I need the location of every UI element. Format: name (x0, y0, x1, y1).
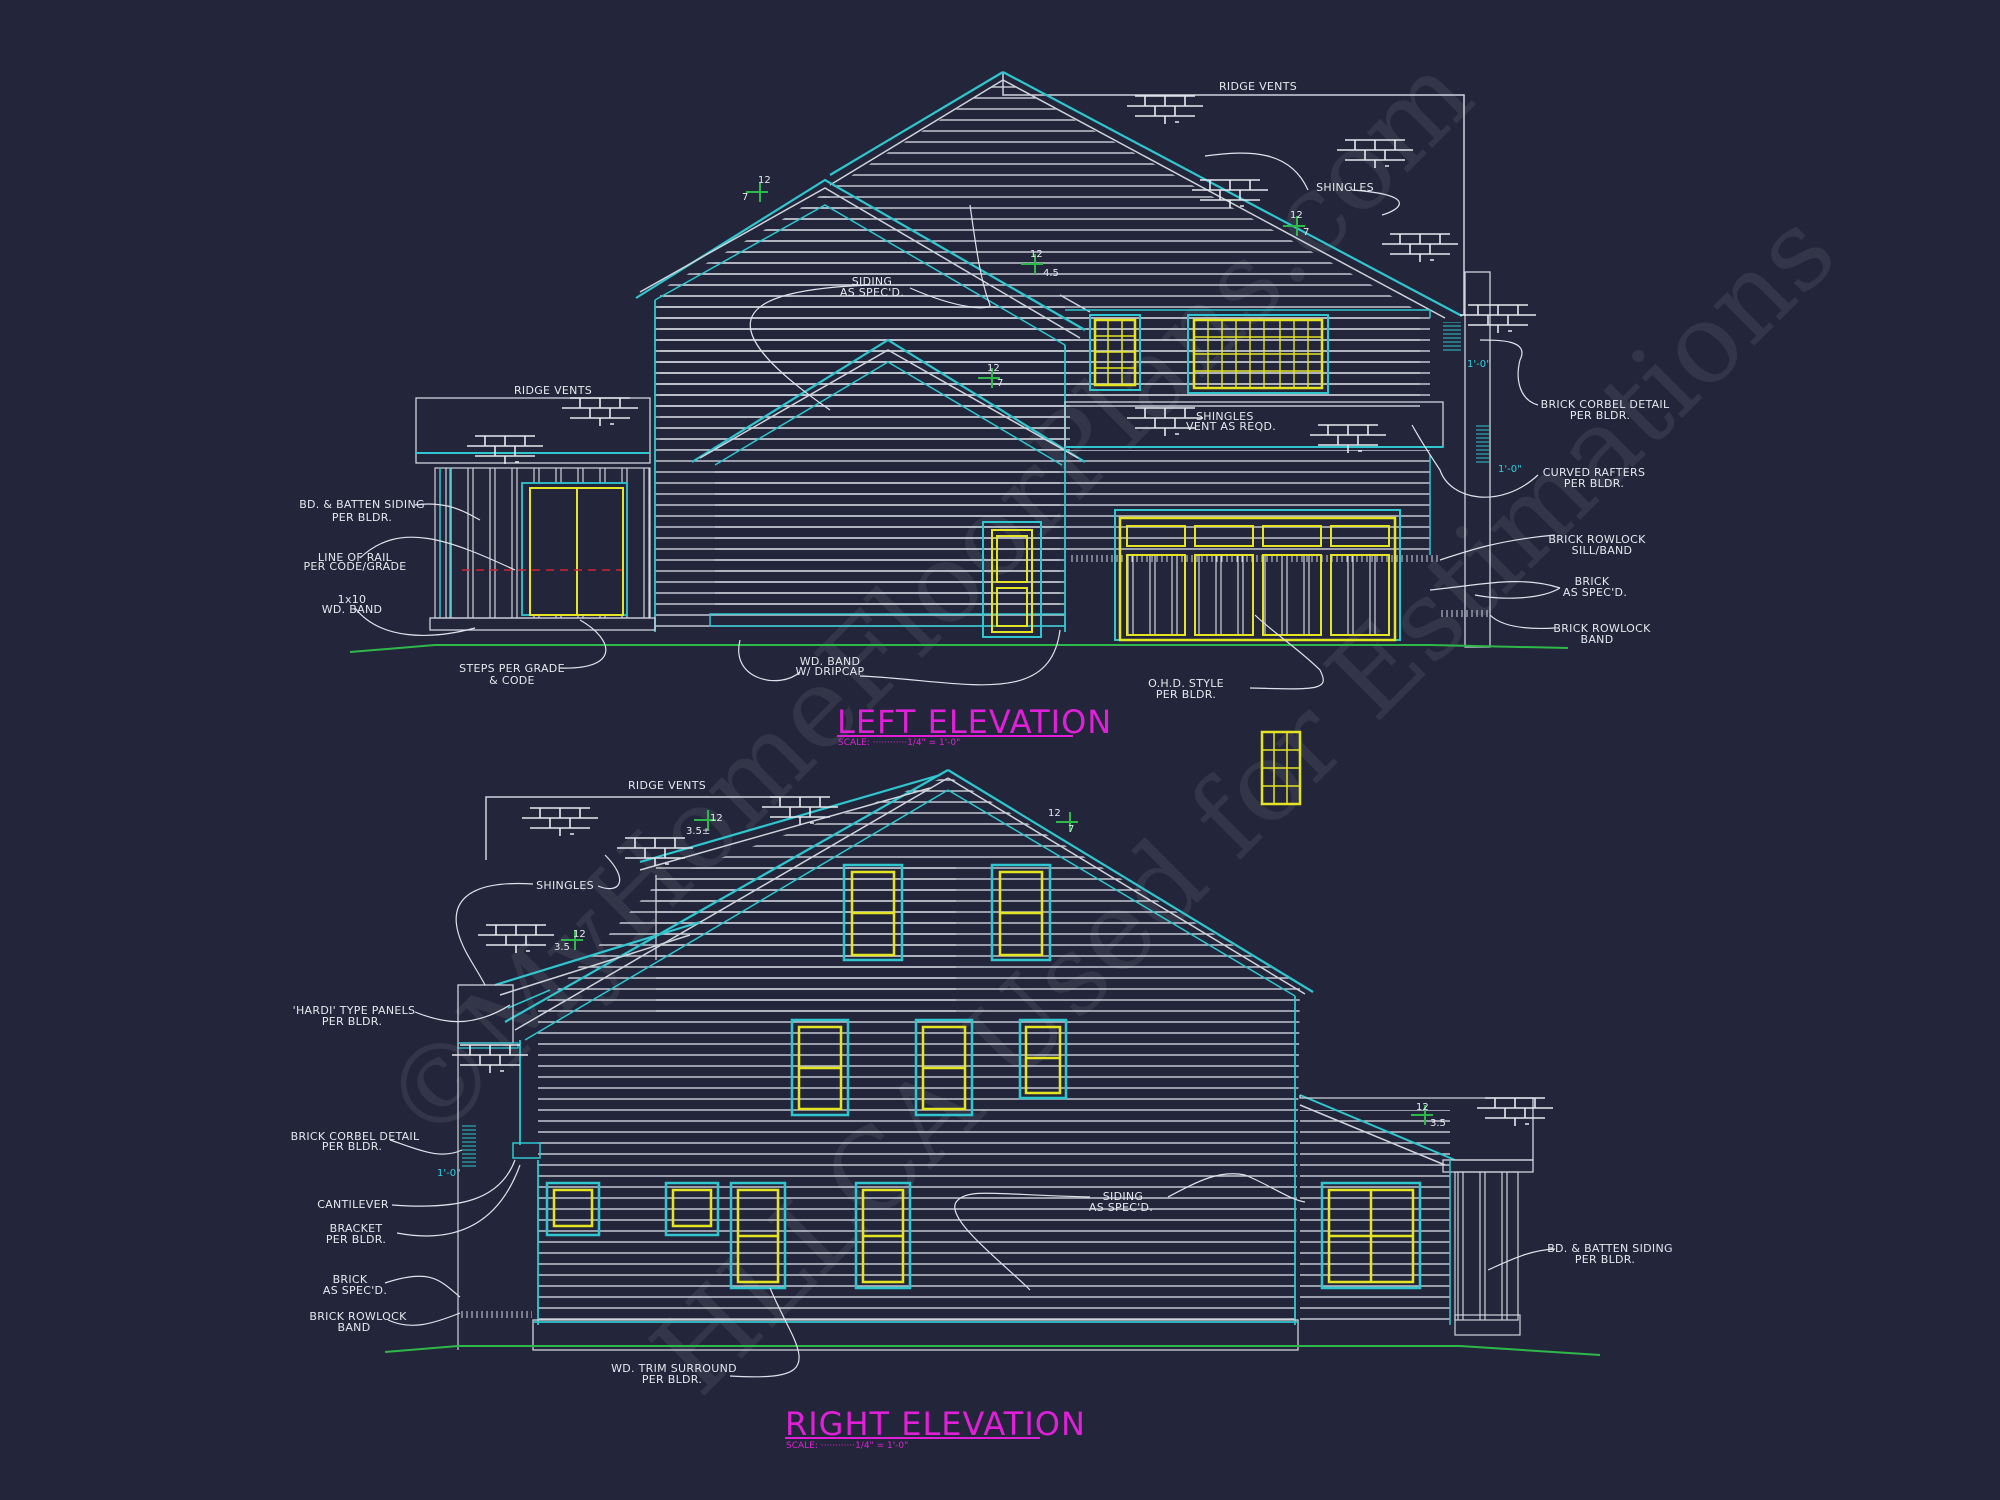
label-brick-corbel-line2: PER BLDR. (322, 1140, 382, 1153)
pitch-rise: 3.5 (1430, 1118, 1446, 1129)
label-steps-line2: & CODE (489, 674, 535, 687)
label-siding-line2: AS SPEC'D. (840, 286, 904, 299)
porch-slider-door (521, 482, 628, 616)
label-line-of-rail-line2: PER CODE/GRADE (303, 560, 406, 573)
window-detail (1260, 730, 1302, 806)
windows (545, 863, 1422, 1290)
label-shingles-vent-line2: VENT AS REQD. (1186, 420, 1276, 433)
label-batten-siding-line2: PER BLDR. (1575, 1253, 1635, 1266)
label-wd-band: 1x10 (338, 593, 367, 606)
left-elevation-title: LEFT ELEVATION (837, 703, 1112, 741)
pitch-run: 12 (573, 929, 586, 940)
label-batten-siding: BD. & BATTEN SIDING (299, 498, 425, 511)
label-wd-band-dripcap: WD. BAND (800, 655, 861, 668)
label-brick-line2: AS SPEC'D. (1563, 586, 1627, 599)
dimension-label: 1'-0" (1498, 464, 1522, 475)
label-batten-siding: BD. & BATTEN SIDING (1547, 1242, 1673, 1255)
pitch-run: 12 (1290, 210, 1303, 221)
pitch-rise: 7 (1068, 824, 1074, 835)
left-elevation: 12 7 12 4.5 12 7 12 7 1'-0" 1'-0" R (299, 71, 1670, 806)
pitch-rise: 7 (1303, 227, 1309, 238)
pitch-run: 12 (1030, 249, 1043, 260)
label-shingles: SHINGLES (1316, 181, 1374, 194)
label-ridge-vents: RIDGE VENTS (628, 779, 706, 792)
right-elevation-title: RIGHT ELEVATION (785, 1405, 1086, 1443)
label-ridge-vents-porch: RIDGE VENTS (514, 384, 592, 397)
window-upper-single (1089, 314, 1141, 391)
label-hardi-panels-line2: PER BLDR. (322, 1015, 382, 1028)
pitch-run: 12 (710, 813, 723, 824)
label-ridge-vents: RIDGE VENTS (1219, 80, 1297, 93)
dimension-label: 1'-0" (1467, 359, 1491, 370)
label-batten-siding-line2: PER BLDR. (332, 511, 392, 524)
garage-doors (1114, 509, 1401, 642)
label-hardi-panels: 'HARDI' TYPE PANELS (293, 1004, 416, 1017)
left-elevation-scale: SCALE: ············1/4" = 1'-0" (838, 738, 960, 748)
label-brick: BRICK (333, 1273, 368, 1286)
label-brick-rowlock-sill-line2: SILL/BAND (1572, 544, 1633, 557)
label-bracket-line2: PER BLDR. (326, 1233, 386, 1246)
pitch-rise: 7 (997, 378, 1003, 389)
label-line-of-rail: LINE OF RAIL (318, 551, 393, 564)
right-elevation-scale: SCALE: ············1/4" = 1'-0" (786, 1441, 908, 1451)
pitch-rise: 3.5± (686, 826, 710, 837)
label-brick-rowlock-band: BRICK ROWLOCK (1553, 622, 1651, 635)
label-ohd-style-line2: PER BLDR. (1156, 688, 1216, 701)
dimension-label: 1'-0" (437, 1168, 461, 1179)
label-curved-rafters-line2: PER BLDR. (1564, 477, 1624, 490)
label-brick-corbel-line2: PER BLDR. (1570, 409, 1630, 422)
label-wd-trim: WD. TRIM SURROUND (611, 1362, 737, 1375)
pitch-run: 12 (987, 363, 1000, 374)
label-curved-rafters: CURVED RAFTERS (1543, 466, 1646, 479)
label-brick-rowlock-sill: BRICK ROWLOCK (1548, 533, 1646, 546)
label-shingles: SHINGLES (536, 879, 594, 892)
label-brick-corbel: BRICK CORBEL DETAIL (291, 1130, 420, 1143)
label-brick: BRICK (1575, 575, 1610, 588)
label-steps: STEPS PER GRADE (459, 662, 565, 675)
label-cantilever: CANTILEVER (317, 1198, 389, 1211)
pitch-run: 12 (1048, 808, 1061, 819)
label-siding-line2: AS SPEC'D. (1089, 1201, 1153, 1214)
label-shingles-vent: SHINGLES (1196, 410, 1254, 423)
right-elevation: 12 3.5± 12 7 12 3.5 12 3.5 1'-0" RIDGE V… (291, 769, 1673, 1451)
pitch-run: 12 (758, 175, 771, 186)
label-wd-band-line2: WD. BAND (322, 603, 383, 616)
label-brick-corbel: BRICK CORBEL DETAIL (1541, 398, 1670, 411)
label-brick-line2: AS SPEC'D. (323, 1284, 387, 1297)
label-brick-rowlock-band: BRICK ROWLOCK (309, 1310, 407, 1323)
pitch-run: 12 (1416, 1102, 1429, 1113)
pitch-rise: 3.5 (554, 942, 570, 953)
label-wd-trim-line2: PER BLDR. (642, 1373, 702, 1386)
label-siding: SIDING (1103, 1190, 1144, 1203)
side-door (982, 521, 1042, 638)
label-siding: SIDING (852, 275, 893, 288)
label-brick-rowlock-band-line2: BAND (338, 1321, 371, 1334)
label-ohd-style: O.H.D. STYLE (1148, 677, 1224, 690)
window-upper-triple (1187, 314, 1329, 394)
label-brick-rowlock-band-line2: BAND (1581, 633, 1614, 646)
pitch-rise: 4.5 (1043, 268, 1059, 279)
pitch-rise: 7 (742, 192, 748, 203)
label-bracket: BRACKET (330, 1222, 383, 1235)
label-wd-band-dripcap-line2: W/ DRIPCAP (796, 665, 865, 678)
